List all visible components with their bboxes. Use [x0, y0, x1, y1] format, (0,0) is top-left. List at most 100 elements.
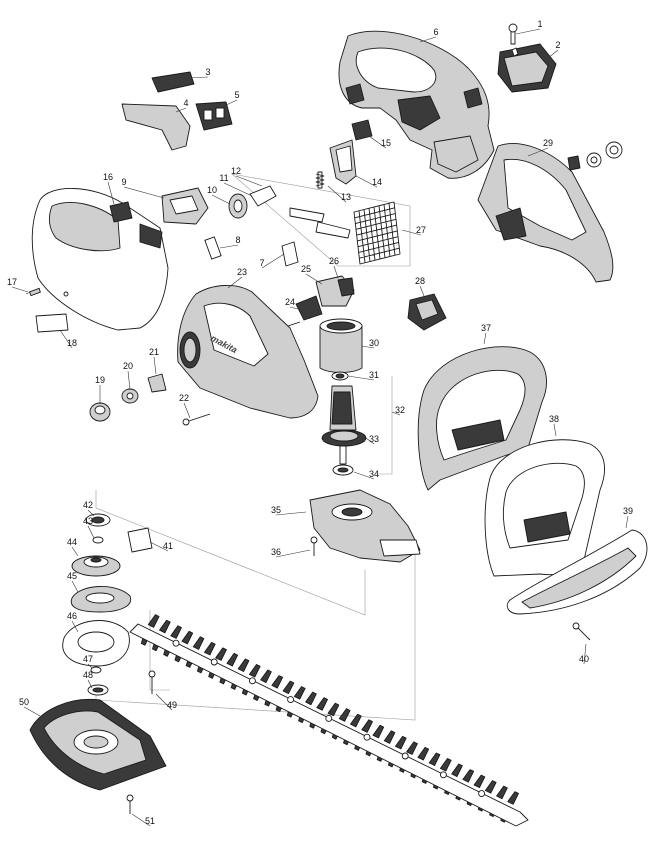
part-number-label: 23 [237, 267, 247, 277]
part-number-label: 7 [259, 258, 264, 268]
leader-line [361, 345, 375, 349]
leader-line [275, 549, 311, 558]
leader-line [227, 276, 243, 289]
bushing-parts [89, 373, 211, 426]
leader-line [305, 273, 323, 285]
leader-line [71, 580, 79, 593]
leader-line [553, 423, 557, 437]
part-number-label: 36 [271, 547, 281, 557]
part-number-label: 44 [67, 537, 77, 547]
part-number-label: 12 [231, 166, 241, 176]
part-number-label: 1 [537, 19, 542, 29]
side-cover-part [477, 141, 623, 283]
leader-line [175, 107, 187, 113]
part-number-label: 50 [19, 697, 29, 707]
part-number-label: 45 [67, 571, 77, 581]
leader-line [365, 437, 375, 445]
part-number-label: 22 [179, 393, 189, 403]
front-housing-part [25, 188, 169, 333]
leader-line [223, 182, 253, 197]
leader-line [289, 306, 303, 311]
part-number-label: 49 [167, 700, 177, 710]
leader-line [527, 147, 549, 157]
part-number-label: 20 [123, 361, 133, 371]
leader-line [71, 620, 79, 633]
leader-line [219, 244, 239, 249]
part-number-label: 11 [219, 173, 228, 183]
part-number-label: 15 [381, 138, 391, 148]
guard-plate-part [506, 529, 648, 641]
blade-part [129, 614, 529, 827]
part-number-label: 32 [395, 405, 405, 415]
part-number-label: 34 [369, 469, 379, 479]
rear-housing-part [338, 30, 495, 179]
leader-line [355, 175, 378, 188]
part-number-label: 33 [369, 434, 379, 444]
leader-line [333, 265, 339, 279]
part-number-label: 19 [95, 375, 105, 385]
part-number-label: 28 [415, 276, 425, 286]
leader-line [189, 76, 209, 79]
part-number-label: 16 [103, 172, 113, 182]
leader-line [419, 36, 437, 43]
leader-line [223, 99, 238, 107]
part-number-label: 48 [83, 670, 93, 680]
leader-line [235, 175, 263, 187]
part-number-label: 30 [369, 338, 379, 348]
part-number-label: 4 [183, 98, 188, 108]
leader-line [127, 370, 131, 391]
leader-line [59, 329, 73, 349]
part-number-label: 27 [416, 225, 426, 235]
leader-line [71, 546, 79, 557]
part-number-label: 31 [369, 370, 379, 380]
part-number-label: 37 [481, 323, 491, 333]
part-number-label: 39 [623, 506, 633, 516]
part-labels: 1234567891011121314151617181920212223242… [7, 19, 633, 826]
leader-lines [11, 28, 629, 827]
leader-line [419, 285, 425, 297]
leader-line [261, 253, 285, 269]
part-number-label: 51 [145, 816, 155, 826]
leader-line [515, 28, 541, 35]
leader-line [155, 693, 173, 711]
part-number-label: 18 [67, 338, 77, 348]
filter-part [353, 201, 401, 265]
part-number-label: 43 [83, 516, 93, 526]
leader-line [87, 663, 93, 669]
switch-parts [121, 71, 233, 151]
part-number-label: 24 [285, 297, 295, 307]
front-guard-part [417, 346, 547, 491]
lever-parts [315, 119, 373, 189]
leader-line [327, 185, 347, 203]
part-number-label: 25 [301, 264, 311, 274]
blade-cover-part [29, 698, 167, 814]
armature-parts [321, 371, 367, 476]
leader-line [547, 49, 559, 59]
part-number-label: 26 [329, 256, 339, 266]
leader-line [87, 509, 95, 517]
part-number-label: 2 [555, 40, 560, 50]
part-number-label: 13 [341, 192, 351, 202]
leader-line [391, 411, 401, 416]
brush-holder-parts [287, 275, 355, 327]
part-number-label: 5 [234, 90, 239, 100]
leader-line [625, 515, 629, 529]
part-number-label: 46 [67, 611, 77, 621]
part-number-label: 3 [205, 67, 210, 77]
leader-line [365, 133, 387, 149]
part-number-label: 17 [7, 277, 17, 287]
gear-housing-part [309, 489, 421, 563]
part-number-label: 42 [83, 500, 93, 510]
leader-line [11, 286, 29, 293]
leader-line [353, 471, 375, 480]
leader-line [153, 356, 157, 375]
leader-line [87, 679, 93, 689]
part-number-label: 6 [433, 27, 438, 37]
part-number-label: 35 [271, 505, 281, 515]
leader-line [23, 706, 41, 717]
part-number-label: 14 [372, 177, 382, 187]
part-number-label: 41 [163, 541, 173, 551]
switch-block-parts [161, 185, 351, 267]
part-number-label: 40 [579, 654, 589, 664]
